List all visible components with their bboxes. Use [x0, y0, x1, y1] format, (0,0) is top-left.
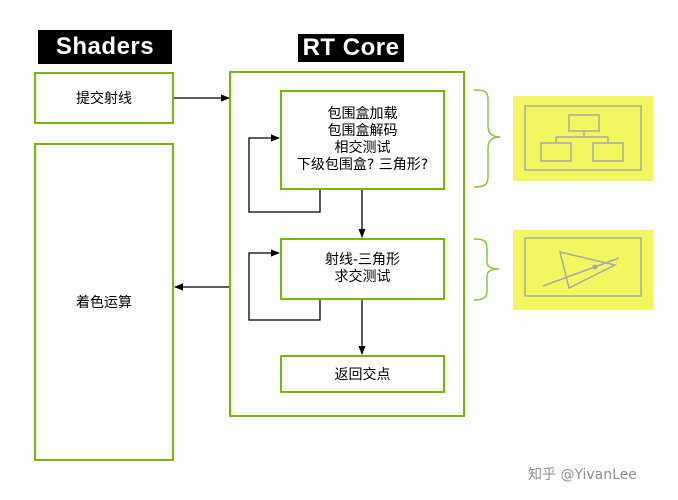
return-hit-label: 返回交点 — [334, 367, 391, 383]
emit-ray-box: 提交射线 — [34, 72, 174, 124]
bvh-line-next: 下级包围盒? 三角形? — [296, 157, 429, 173]
bvh-brace — [473, 89, 501, 188]
rt-core-header: RT Core — [298, 34, 404, 62]
return-hit-box: 返回交点 — [280, 355, 445, 393]
watermark: 知乎 @YivanLee — [528, 467, 637, 483]
shading-label: 着色运算 — [76, 295, 132, 311]
ray-triangle-icon — [524, 237, 642, 297]
shading-box: 着色运算 — [34, 143, 174, 461]
bvh-line-load: 包围盒加载 — [327, 106, 398, 122]
ray-triangle-box: 射线-三角形 求交测试 — [280, 238, 445, 300]
ray-tri-brace — [473, 238, 500, 301]
bvh-traversal-box: 包围盒加载 包围盒解码 相交测试 下级包围盒? 三角形? — [280, 90, 445, 190]
shaders-header: Shaders — [38, 30, 172, 64]
bvh-line-decode: 包围盒解码 — [327, 123, 398, 139]
bvh-tree-icon — [524, 105, 642, 171]
triangle-thumbnail — [513, 230, 653, 310]
ray-tri-line-2: 求交测试 — [334, 269, 391, 285]
bvh-thumbnail — [513, 96, 653, 181]
emit-ray-label: 提交射线 — [76, 91, 132, 107]
bvh-line-intersect: 相交测试 — [334, 140, 391, 156]
ray-tri-line-1: 射线-三角形 — [324, 252, 401, 268]
